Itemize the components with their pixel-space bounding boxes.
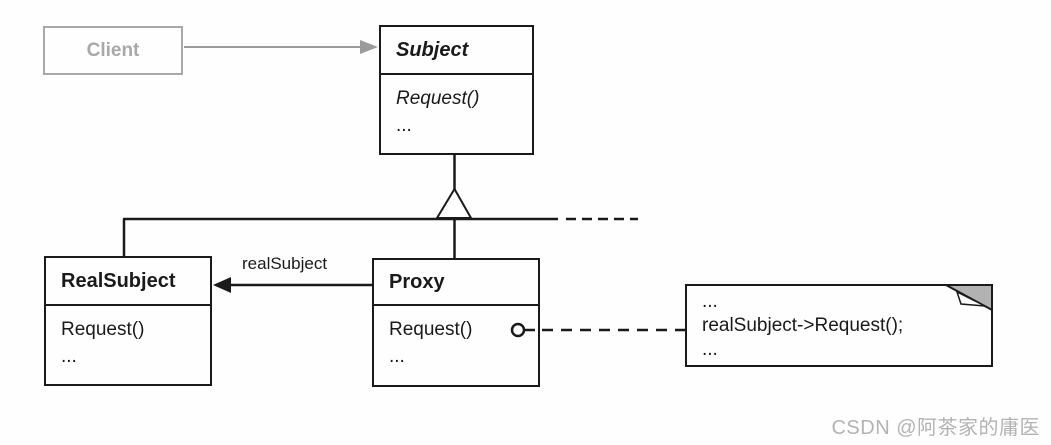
realsubject-reference-arrowhead-icon xyxy=(213,277,231,293)
client-class-name: Client xyxy=(86,39,140,61)
subject-method: Request() xyxy=(396,88,480,109)
implementation-note-box: ... realSubject->Request(); ... xyxy=(685,284,993,367)
proxy-class-methods: Request() ... xyxy=(374,306,538,370)
proxy-class-box: Proxy Request() ... xyxy=(372,258,540,387)
csdn-watermark: CSDN @阿茶家的庸医 xyxy=(831,417,1040,439)
note-line-ellipsis-top: ... xyxy=(702,291,718,312)
note-line-code: realSubject->Request(); xyxy=(702,315,904,336)
subject-class-methods: Request() ... xyxy=(381,75,532,139)
realsubject-method-ellipsis: ... xyxy=(61,346,77,367)
realsubject-method: Request() xyxy=(61,319,145,340)
realsubject-class-name: RealSubject xyxy=(46,258,210,306)
proxy-method: Request() xyxy=(389,319,473,340)
client-class-box: Client xyxy=(43,26,183,75)
realsubject-class-methods: Request() ... xyxy=(46,306,210,370)
subject-method-ellipsis: ... xyxy=(396,115,412,136)
subject-class-name: Subject xyxy=(381,27,532,75)
client-association-arrowhead-icon xyxy=(360,40,378,54)
realsubject-class-box: RealSubject Request() ... xyxy=(44,256,212,386)
inheritance-triangle-icon xyxy=(435,187,473,219)
realsubject-reference-label: realSubject xyxy=(242,254,328,273)
proxy-method-ellipsis: ... xyxy=(389,346,405,367)
note-line-ellipsis-bottom: ... xyxy=(702,339,718,360)
subject-class-box: Subject Request() ... xyxy=(379,25,534,155)
proxy-class-name: Proxy xyxy=(374,260,538,306)
